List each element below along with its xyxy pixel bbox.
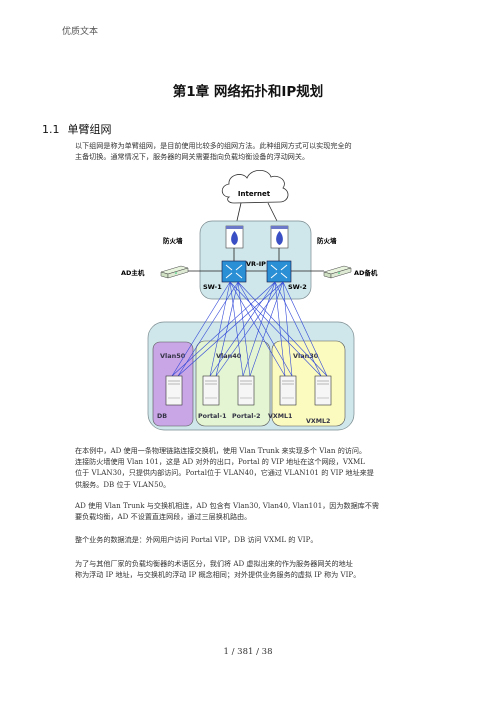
sw2-label: SW-2: [288, 283, 307, 291]
db-label: DB: [157, 413, 167, 420]
page-header: 优质文本: [62, 27, 99, 37]
page-footer: 1 / 381 / 38: [223, 647, 273, 657]
vr-ip-label: VR-IP: [246, 260, 266, 268]
vlan50-label: Vlan50: [160, 352, 186, 360]
ad-master-device-icon: [160, 265, 189, 279]
text-line: 要负载均衡，AD 不设置直连网段，通过三层换机路由。: [75, 512, 252, 522]
portal2-label: Portal-2: [232, 413, 260, 420]
server-links: [171, 281, 328, 377]
section-title: 单臂组网: [67, 123, 112, 136]
section-heading: 1.1 单臂组网: [42, 121, 112, 137]
text-line: 位于 VLAN30，只提供内部访问。Portal位于 VLAN40，它通过 VL…: [75, 468, 374, 478]
vlan40-label: Vlan40: [216, 352, 242, 360]
text-line: 为了与其他厂家的负载均衡器的术语区分，我们将 AD 虚拟出来的作为服务器网关的地…: [75, 559, 353, 568]
server-db-icon: [165, 375, 183, 406]
sw1-label: SW-1: [203, 283, 222, 291]
firewall-left-icon: [225, 225, 244, 249]
firewall-right-icon: [270, 225, 289, 249]
server-portal1-icon: [202, 375, 220, 406]
ad-master-label: AD主机: [121, 268, 145, 277]
vxml2-label: VXML2: [306, 418, 330, 425]
server-vxml2-icon: [314, 375, 332, 406]
portal1-label: Portal-1: [198, 413, 226, 420]
text-line: 供服务。DB 位于 VLAN50。: [75, 479, 171, 489]
text-line: AD 使用 Vlan Trunk 与交换机相连，AD 包含有 Vlan30, V…: [75, 501, 379, 510]
text-line: 整个业务的数据流是：外网用户访问 Portal VIP，DB 访问 VXML 的…: [75, 535, 318, 544]
body-paragraph-1: 在本例中，AD 使用一条物理链路连接交换机，使用 Vlan Trunk 来实现多…: [75, 445, 431, 490]
body-paragraph-3: 整个业务的数据流是：外网用户访问 Portal VIP，DB 访问 VXML 的…: [75, 534, 431, 545]
server-portal2-icon: [237, 375, 255, 406]
internet-label: Internet: [238, 190, 271, 198]
firewall-right-label: 防火墙: [317, 236, 337, 245]
body-paragraph-2: AD 使用 Vlan Trunk 与交换机相连，AD 包含有 Vlan30, V…: [75, 500, 431, 522]
server-vxml1-icon: [279, 375, 297, 406]
text-line: 在本例中，AD 使用一条物理链路连接交换机，使用 Vlan Trunk 来实现多…: [75, 446, 367, 455]
intro-paragraph: 以下组网是称为单臂组网，是目前使用比较多的组网方法。此种组网方式可以实现完全的 …: [75, 140, 431, 162]
text-line: 以下组网是称为单臂组网，是目前使用比较多的组网方法。此种组网方式可以实现完全的: [75, 141, 352, 150]
text-line: 称为浮动 IP 地址，与交换机的浮动 IP 概念相同；对外提供业务服务的虚拟 I…: [75, 570, 361, 580]
text-line: 主备切换。通常情况下，服务器的网关需要指向负载均衡设备的浮动网关。: [75, 152, 310, 162]
switch-sw1-icon: [221, 260, 247, 283]
ad-backup-device-icon: [323, 265, 352, 279]
vxml1-label: VXML1: [268, 413, 292, 420]
ad-backup-label: AD备机: [354, 268, 378, 277]
internet-cloud-icon: [221, 169, 289, 204]
text-line: 连接防火墙使用 Vlan 101，这是 AD 对外的出口，Portal 的 VI…: [75, 457, 366, 467]
section-number: 1.1: [42, 123, 60, 136]
firewall-left-label: 防火墙: [163, 236, 183, 245]
vlan30-label: Vlan30: [293, 352, 319, 360]
switch-sw2-icon: [266, 260, 292, 283]
body-paragraph-4: 为了与其他厂家的负载均衡器的术语区分，我们将 AD 虚拟出来的作为服务器网关的地…: [75, 558, 431, 580]
chapter-title: 第1章 网络拓扑和IP规划: [172, 84, 324, 100]
